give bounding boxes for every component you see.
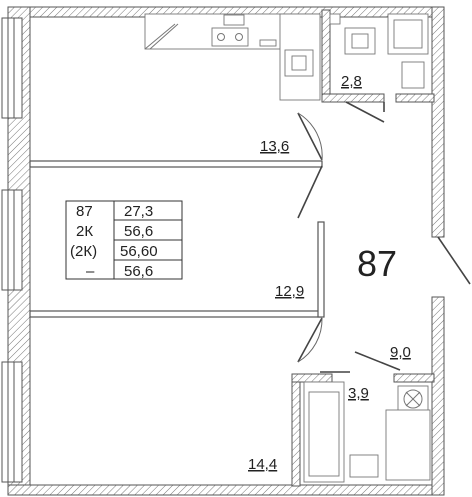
table-row-2-right: 56,6 [124,223,153,240]
table-row-4-right: 56,6 [124,263,153,280]
table-row-3-left: (2К) [70,243,97,260]
table-row-1-right: 27,3 [124,203,153,220]
toilet-icon [344,27,376,55]
doors [297,101,471,373]
large-bathroom-fixtures [303,381,431,483]
small-bathroom-fixtures [329,13,429,89]
area-label-bathroom-small: 2,8 [341,73,362,90]
apartment-number: 87 [357,243,397,284]
sink-icon [284,49,314,77]
kitchen-stove-icon [211,14,249,47]
area-label-bedroom-middle: 12,9 [275,283,304,300]
shower-icon [387,13,429,55]
table-row-3-right: 56,60 [120,243,158,260]
summary-table: 87 27,3 2К 56,6 (2К) 56,60 – 56,6 [65,200,183,280]
area-label-bathroom-large: 3,9 [348,385,369,402]
interior-walls [29,9,435,487]
table-row-2-left: 2К [76,223,93,240]
bathtub-icon [303,381,345,483]
kitchen-counter [144,13,321,101]
area-label-bedroom-bottom: 14,4 [248,456,277,473]
windows [1,17,23,483]
table-row-4-left: – [86,263,95,280]
washing-machine-icon [397,385,429,413]
area-label-kitchen-living: 13,6 [260,138,289,155]
table-row-1-left: 87 [76,203,93,220]
area-label-hall: 9,0 [390,344,411,361]
